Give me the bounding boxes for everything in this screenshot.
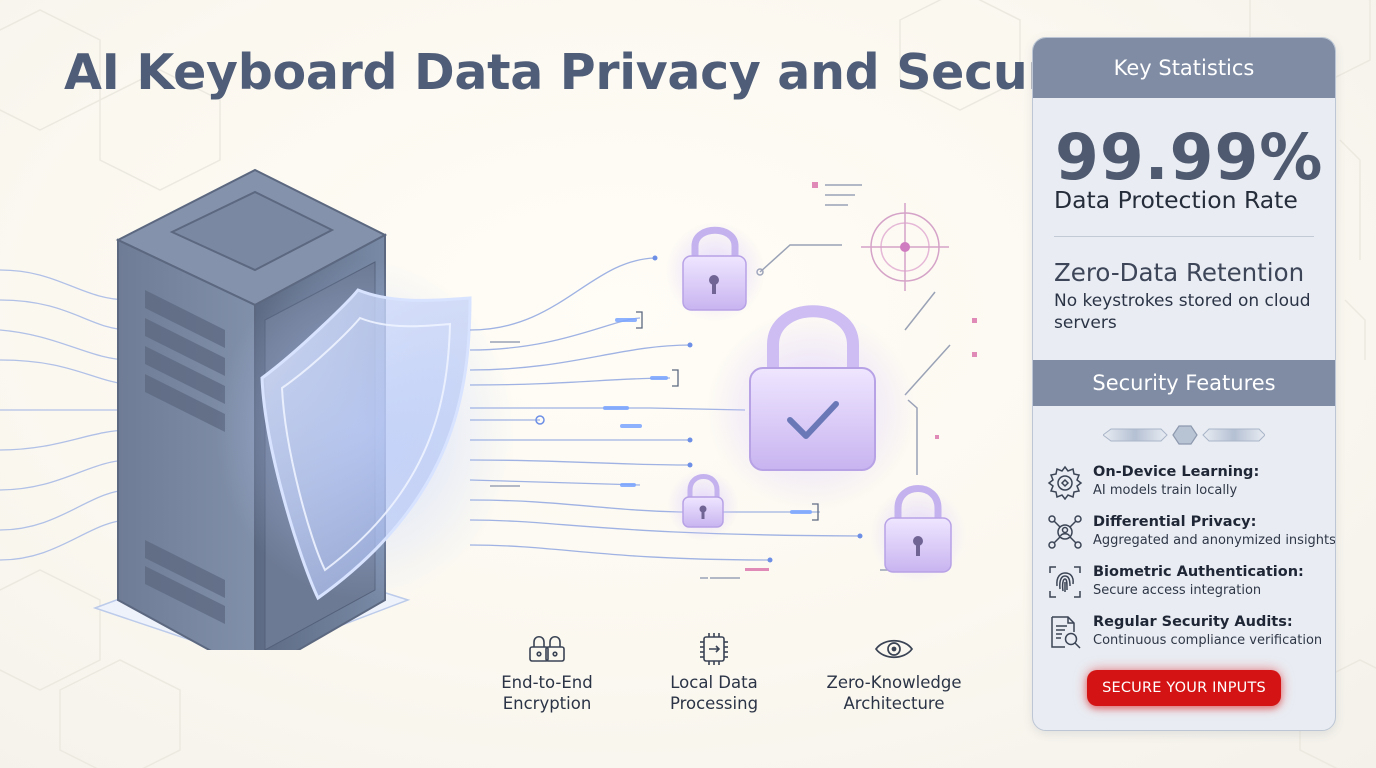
info-panel: Key Statistics 99.99% Data Protection Ra… — [1032, 37, 1336, 731]
security-feature-item: Biometric Authentication: Secure access … — [1047, 562, 1332, 606]
security-feature-desc: Secure access integration — [1093, 583, 1262, 598]
security-feature-name: Biometric Authentication: — [1093, 564, 1304, 580]
security-feature-name: Differential Privacy: — [1093, 514, 1257, 530]
security-feature-name: Regular Security Audits: — [1093, 614, 1293, 630]
hex-divider-decoration — [1103, 425, 1265, 445]
security-feature-item: Differential Privacy: Aggregated and ano… — [1047, 512, 1335, 556]
security-feature-desc: Aggregated and anonymized insights — [1093, 533, 1336, 548]
feature-local-data-processing: Local Data Processing — [619, 632, 809, 714]
retention-title: Zero-Data Retention — [1054, 258, 1305, 287]
retention-description: No keystrokes stored on cloud servers — [1054, 291, 1311, 333]
network-user-icon — [1048, 515, 1082, 549]
gear-chip-icon — [1047, 465, 1083, 500]
feature-label: Local Data Processing — [669, 673, 759, 713]
fingerprint-icon — [1049, 566, 1081, 598]
stat-value: 99.99% — [1055, 121, 1324, 194]
security-feature-desc: Continuous compliance verification — [1093, 633, 1323, 648]
security-illustration — [0, 168, 977, 650]
security-feature-desc: AI models train locally — [1093, 483, 1238, 498]
feature-label: Zero-Knowledge Architecture — [826, 673, 962, 713]
feature-end-to-end-encryption: End-to-End Encryption — [452, 632, 642, 714]
chip-icon — [700, 633, 728, 665]
secure-your-inputs-button[interactable]: SECURE YOUR INPUTS — [1087, 670, 1281, 706]
document-search-icon — [1051, 616, 1081, 649]
divider — [1054, 236, 1314, 237]
security-feature-item: Regular Security Audits: Continuous comp… — [1047, 612, 1332, 656]
eye-icon — [874, 639, 914, 659]
feature-label: End-to-End Encryption — [501, 673, 593, 713]
key-statistics-heading: Key Statistics — [1033, 38, 1335, 98]
dual-padlock-icon — [529, 635, 565, 662]
security-features-heading: Security Features — [1033, 360, 1335, 406]
page-title: AI Keyboard Data Privacy and Security — [64, 44, 1123, 101]
security-feature-name: On-Device Learning: — [1093, 464, 1260, 480]
stat-label: Data Protection Rate — [1054, 186, 1298, 214]
feature-zero-knowledge-architecture: Zero-Knowledge Architecture — [799, 632, 989, 714]
security-feature-item: On-Device Learning: AI models train loca… — [1047, 462, 1332, 506]
